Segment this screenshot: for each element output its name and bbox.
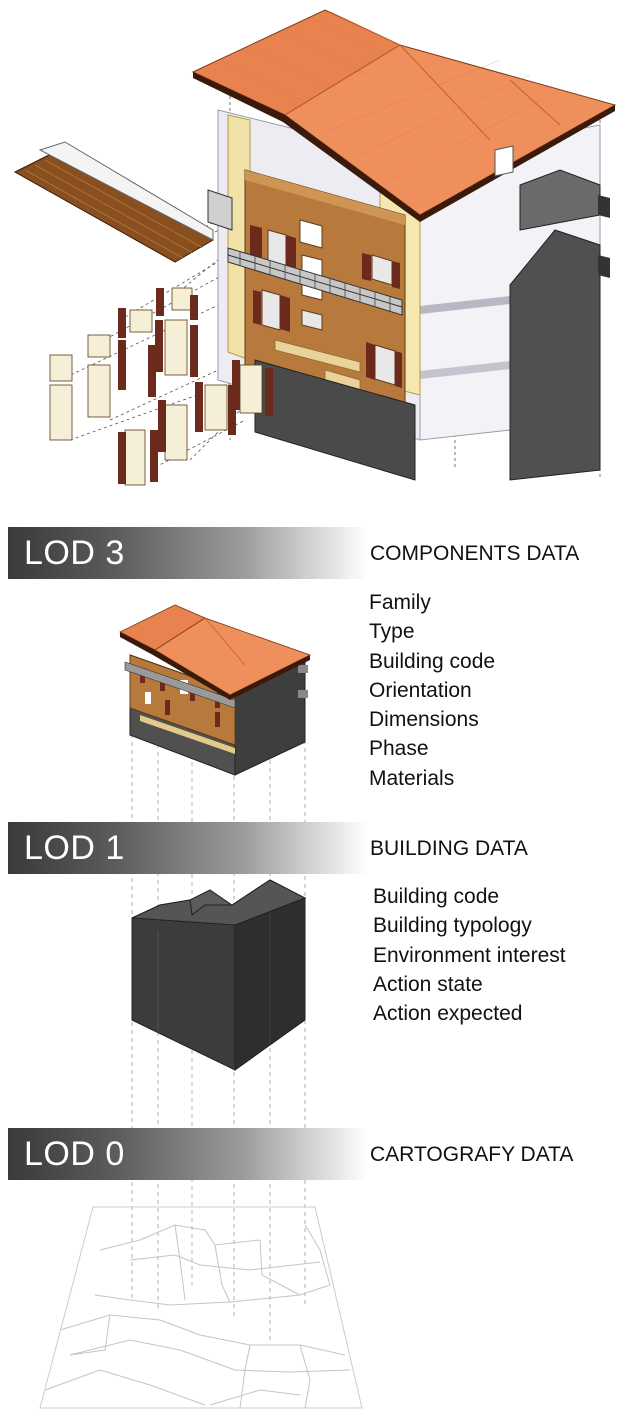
facade-wall xyxy=(244,169,406,416)
lod1-label: LOD 1 xyxy=(24,829,125,867)
lod3-attribute: Type xyxy=(369,620,415,644)
lod1-attribute: Environment interest xyxy=(373,943,566,967)
lod3-attribute-list: Family Type Building code Orientation Di… xyxy=(369,588,495,793)
lod3-label: LOD 3 xyxy=(24,534,125,572)
lod3-title: COMPONENTS DATA xyxy=(370,542,580,565)
projection-lines xyxy=(131,700,306,1340)
lod3-gradient xyxy=(8,527,368,579)
lod1-building-block xyxy=(131,879,307,1071)
lod1-attribute: Action state xyxy=(373,972,483,996)
side-wall xyxy=(509,229,601,481)
lod1-banner: LOD 1 BUILDING DATA xyxy=(8,822,620,874)
roof xyxy=(191,9,617,222)
exploded-building-illustration xyxy=(13,9,617,486)
lod3-attribute: Family xyxy=(369,591,431,614)
lod0-title: CARTOGRAFY DATA xyxy=(370,1143,574,1166)
facade-shutters xyxy=(250,225,402,388)
lod1-gradient xyxy=(8,822,368,874)
lod3-attribute: Dimensions xyxy=(369,708,479,732)
floor-slab-component xyxy=(13,141,215,263)
lod0-cartography-map xyxy=(39,1206,363,1409)
lod3-attribute: Materials xyxy=(369,766,455,790)
lod1-attribute-list: Building code Building typology Environm… xyxy=(373,882,566,1028)
lod0-label: LOD 0 xyxy=(24,1135,125,1173)
lod0-gradient xyxy=(8,1128,368,1180)
lod1-attribute: Action expected xyxy=(373,1002,523,1026)
lod1-attribute: Building code xyxy=(373,885,500,908)
exploded-windows xyxy=(49,287,273,486)
lod3-building-model xyxy=(119,604,312,776)
lod1-attribute: Building typology xyxy=(373,914,532,938)
lod1-title: BUILDING DATA xyxy=(370,837,528,860)
lod3-attribute: Building code xyxy=(369,649,496,673)
balcony-railing xyxy=(227,247,403,316)
lod0-banner: LOD 0 CARTOGRAFY DATA xyxy=(8,1128,620,1180)
lod3-attribute: Phase xyxy=(369,737,429,761)
lod3-banner: LOD 3 COMPONENTS DATA xyxy=(8,527,620,579)
lod3-attribute: Orientation xyxy=(369,678,472,702)
